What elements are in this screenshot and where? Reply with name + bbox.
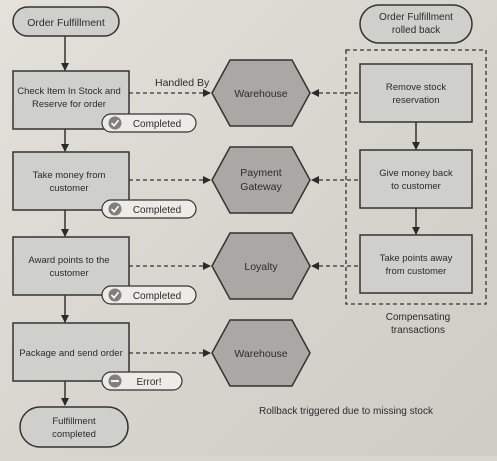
rolled-back-label-1: Order Fulfillment	[379, 12, 453, 23]
compensating-label-2: transactions	[391, 325, 445, 336]
service-payment-label-1: Payment	[240, 167, 282, 179]
checkmark-icon	[108, 288, 122, 302]
step-award-points-label-2: customer	[49, 268, 88, 279]
checkmark-icon	[108, 116, 122, 130]
rolled-back-terminal: Order Fulfillment rolled back	[359, 4, 473, 44]
badge-error-label: Error!	[137, 377, 162, 388]
step-give-money-back: Give money back to customer	[359, 149, 473, 209]
checkmark-icon	[108, 202, 122, 216]
service-warehouse-2: Warehouse	[211, 319, 311, 387]
compensating-group	[345, 49, 487, 305]
start-terminal: Order Fulfillment	[12, 6, 120, 37]
step-remove-stock-label-1: Remove stock	[386, 82, 446, 93]
service-payment-label-2: Gateway	[240, 181, 282, 193]
badge-completed-1-label: Completed	[133, 119, 181, 130]
step-check-stock-label-2: Reserve for order	[32, 99, 106, 110]
end-label-1: Fulfillment	[52, 416, 96, 427]
step-award-points-label-1: Award points to the	[28, 255, 109, 266]
step-package-send: Package and send order	[12, 322, 130, 382]
badge-completed-2-label: Completed	[133, 205, 181, 216]
step-remove-stock: Remove stock reservation	[359, 63, 473, 123]
rolled-back-label-2: rolled back	[392, 25, 441, 36]
service-loyalty-label: Loyalty	[244, 261, 278, 273]
step-award-points: Award points to the customer	[12, 236, 130, 296]
end-label-2: completed	[52, 429, 96, 440]
badge-completed-3-label: Completed	[133, 291, 181, 302]
step-take-points-away: Take points away from customer	[359, 234, 473, 294]
rollback-note: Rollback triggered due to missing stock	[259, 406, 434, 417]
service-warehouse-2-label: Warehouse	[234, 348, 287, 360]
step-take-money-label-2: customer	[49, 183, 88, 194]
status-badge-error: Error!	[101, 371, 183, 391]
step-give-money-back-label-1: Give money back	[379, 168, 453, 179]
service-payment-gateway: Payment Gateway	[211, 146, 311, 214]
step-take-points-away-label-1: Take points away	[380, 253, 453, 264]
step-check-stock-label-1: Check Item In Stock and	[17, 86, 121, 97]
status-badge-completed-1: Completed	[101, 113, 197, 133]
step-take-points-away-label-2: from customer	[386, 266, 447, 277]
compensating-label-1: Compensating	[386, 312, 450, 323]
step-package-send-label: Package and send order	[19, 348, 123, 359]
step-check-stock: Check Item In Stock and Reserve for orde…	[12, 70, 130, 130]
step-remove-stock-label-2: reservation	[393, 95, 440, 106]
service-warehouse-1: Warehouse	[211, 59, 311, 127]
service-warehouse-1-label: Warehouse	[234, 88, 287, 100]
status-badge-completed-3: Completed	[101, 285, 197, 305]
service-loyalty: Loyalty	[211, 232, 311, 300]
status-badge-completed-2: Completed	[101, 199, 197, 219]
step-give-money-back-label-2: to customer	[391, 181, 441, 192]
handled-by-label: Handled By	[155, 77, 210, 89]
start-label: Order Fulfillment	[27, 17, 105, 29]
step-take-money-label-1: Take money from	[33, 170, 106, 181]
service-connectors	[129, 89, 358, 357]
end-terminal: Fulfillment completed	[19, 406, 129, 448]
